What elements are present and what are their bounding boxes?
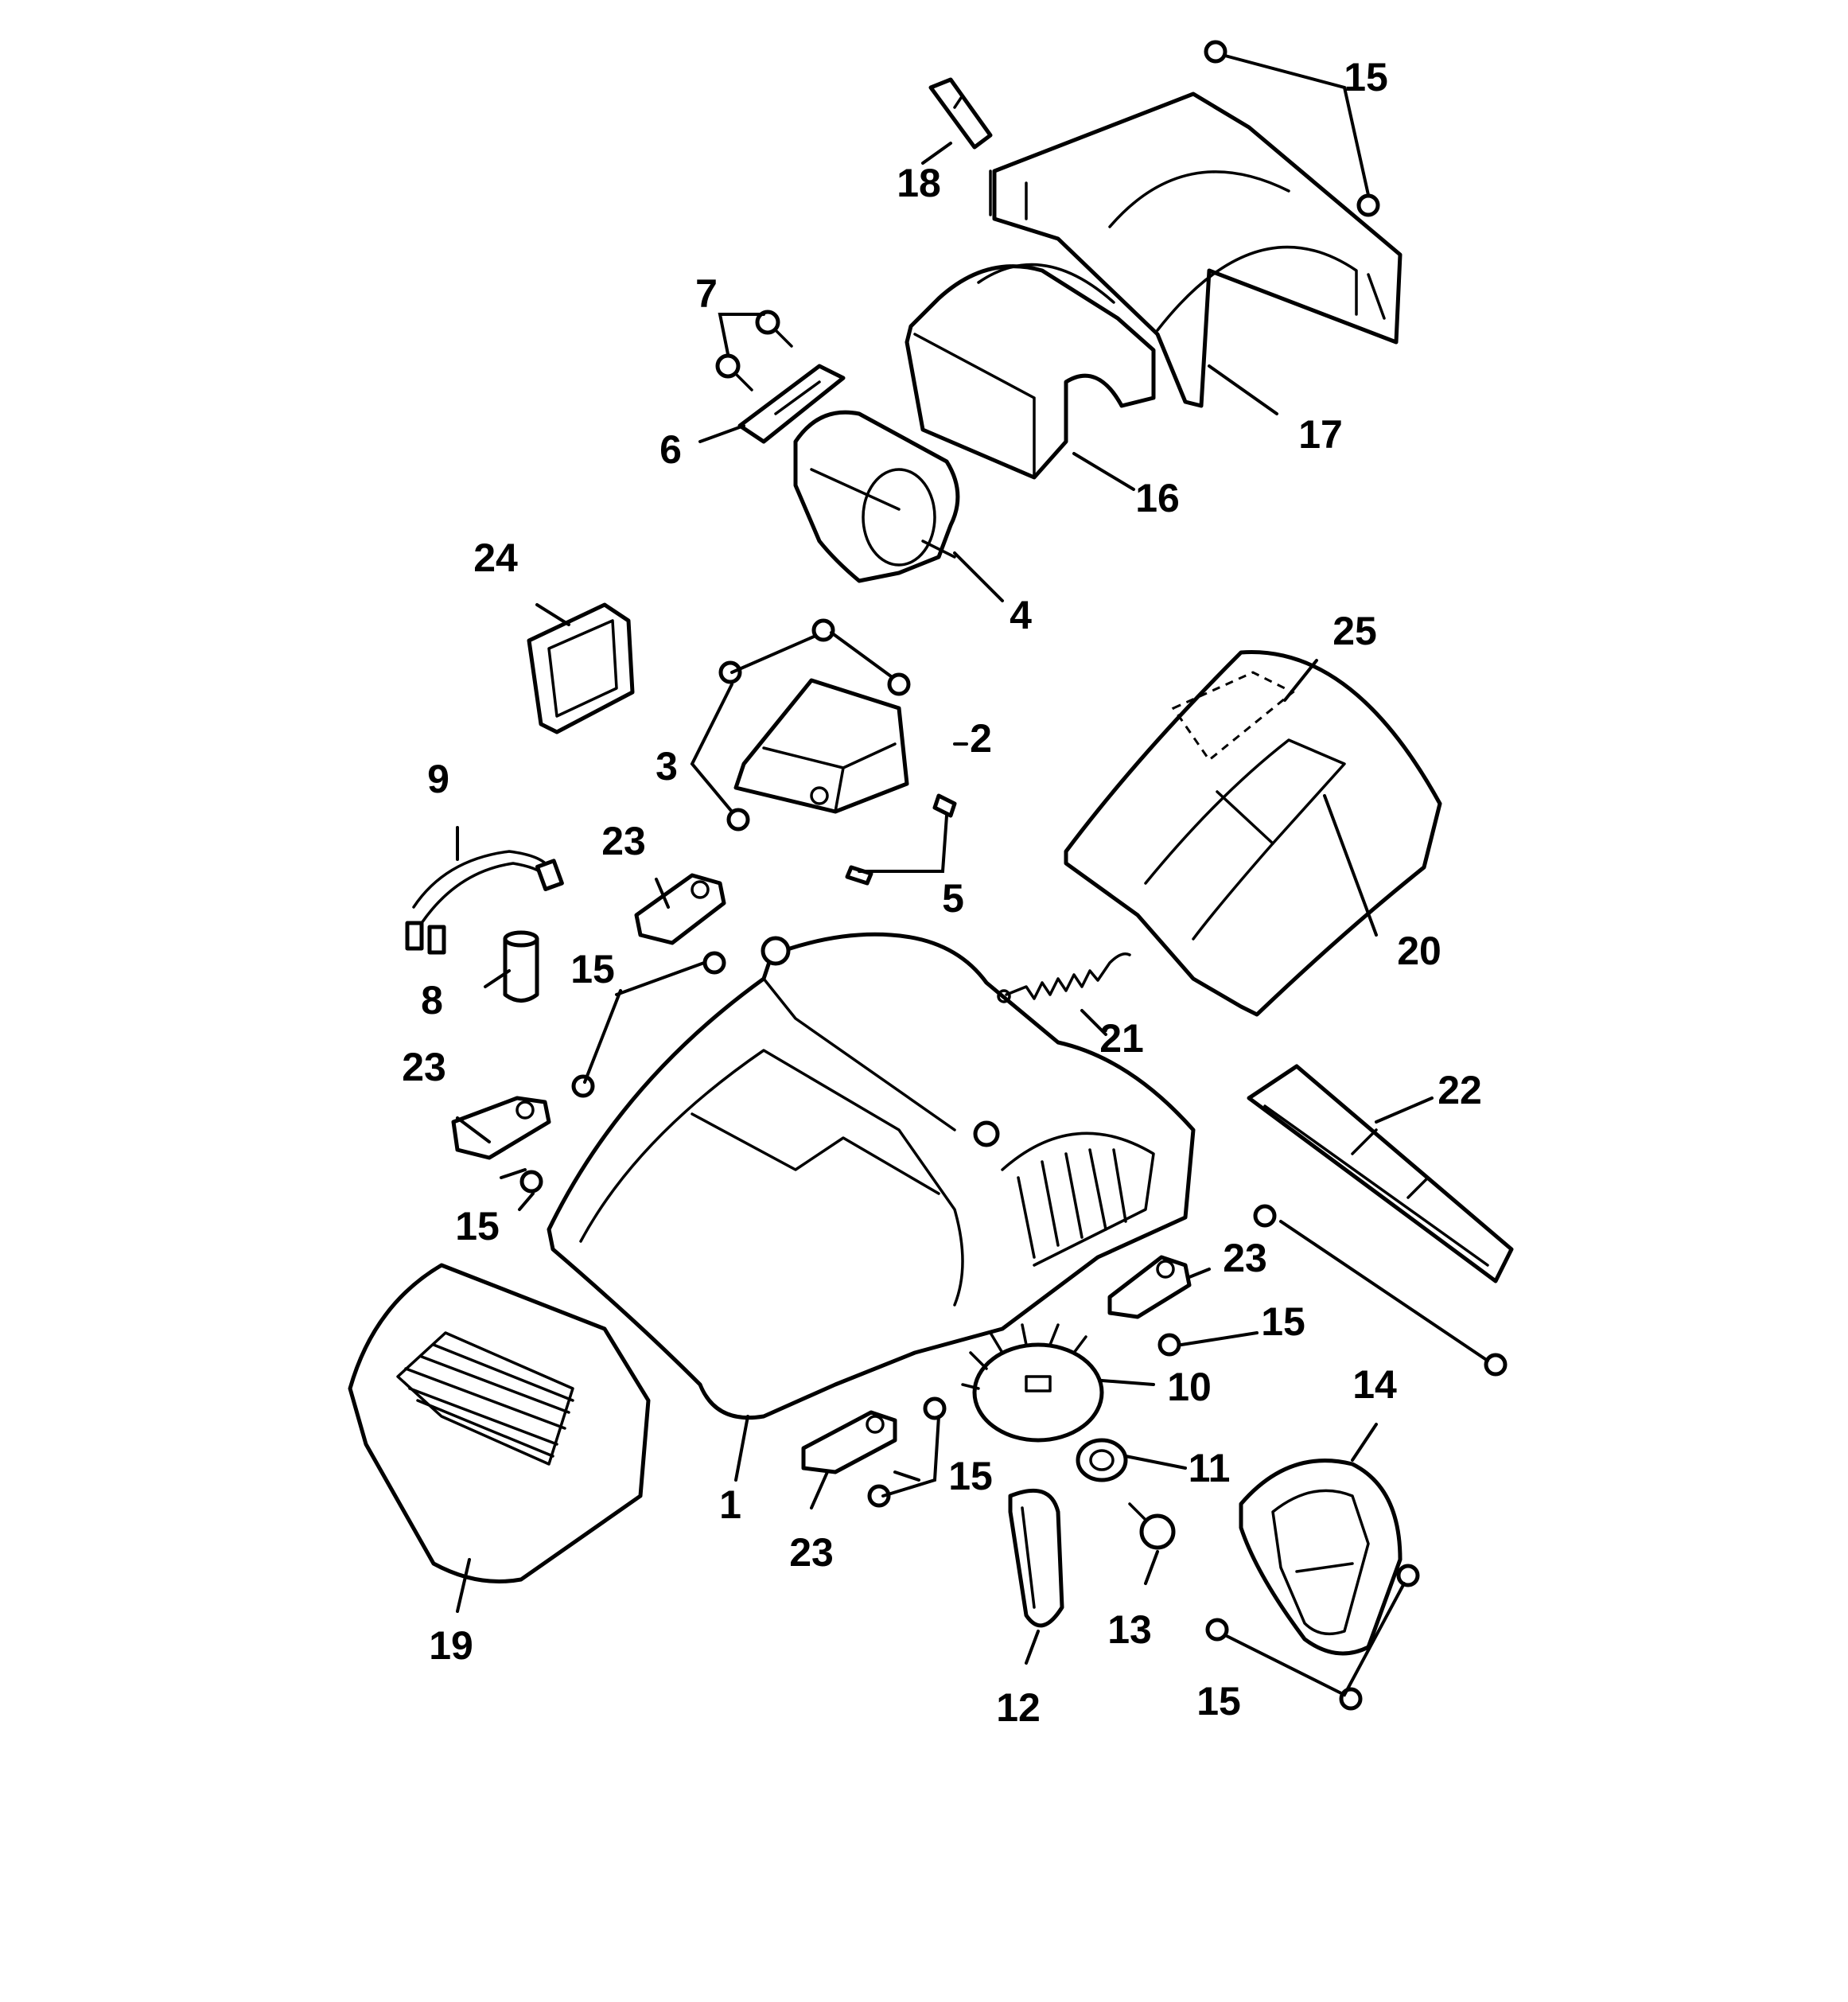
part-8-capacitor: [503, 930, 539, 1003]
callout-21: 21: [1099, 1016, 1144, 1061]
callout-17: 17: [1298, 412, 1343, 457]
callout-labels: 15 18 7 17 6 16 24 4 25 2 3 9 23 5 15 20…: [402, 55, 1482, 1730]
callout-11: 11: [1189, 1446, 1231, 1490]
part-18: [928, 77, 993, 150]
part-23-clip-3: [1107, 1255, 1192, 1319]
callout-15: 15: [1344, 55, 1388, 99]
callout-13: 13: [1107, 1607, 1152, 1652]
callout-15: 15: [570, 947, 615, 991]
part-22-rail: [1247, 1064, 1514, 1283]
callout-16: 16: [1135, 476, 1180, 520]
part-15-screws: [519, 40, 1508, 1711]
part-10-impeller: [961, 1323, 1104, 1443]
part-20-rear-cover: [1064, 650, 1442, 1017]
callout-23: 23: [601, 819, 646, 863]
callout-2: 2: [970, 716, 992, 761]
part-6-bracket: [737, 364, 846, 444]
part-23-clip-2: [451, 1096, 551, 1160]
callout-5: 5: [942, 876, 964, 921]
part-1-main-body: [547, 932, 1196, 1420]
callout-4: 4: [1010, 593, 1032, 637]
callout-15: 15: [948, 1454, 993, 1498]
part-9-wire-harness: [405, 850, 564, 955]
callout-3: 3: [656, 744, 678, 789]
callout-15: 15: [455, 1204, 500, 1248]
part-16-housing: [905, 263, 1156, 480]
callout-23: 23: [789, 1530, 834, 1575]
callout-23: 23: [402, 1045, 446, 1089]
part-24-filter-frame: [527, 602, 635, 734]
callout-25: 25: [1333, 609, 1377, 653]
callout-14: 14: [1352, 1362, 1397, 1407]
callout-18: 18: [897, 161, 941, 205]
part-3-screws: [718, 618, 911, 832]
callout-6: 6: [659, 427, 682, 472]
part-21-spring: [997, 952, 1131, 1003]
callout-23: 23: [1223, 1236, 1267, 1280]
callout-24: 24: [473, 536, 518, 580]
part-2-plate: [733, 678, 909, 814]
part-23-clip-4: [801, 1410, 897, 1474]
part-19-front-grille: [348, 1263, 651, 1583]
callout-15: 15: [1261, 1299, 1305, 1344]
leader-lines: [456, 54, 1489, 1697]
callout-12: 12: [996, 1685, 1041, 1730]
part-14-side-cover: [1239, 1459, 1403, 1656]
callout-19: 19: [429, 1623, 473, 1668]
callout-9: 9: [427, 757, 449, 801]
part-12-belt: [1008, 1488, 1064, 1628]
part-17-top-cover: [989, 92, 1403, 408]
callout-22: 22: [1438, 1068, 1482, 1112]
callout-15: 15: [1196, 1679, 1241, 1724]
part-23-clip-1: [634, 873, 726, 945]
callout-7: 7: [695, 271, 718, 316]
callout-1: 1: [719, 1482, 741, 1527]
part-11-gear: [1076, 1438, 1128, 1482]
callout-10: 10: [1167, 1365, 1212, 1409]
part-13-knob: [1128, 1502, 1176, 1550]
callout-8: 8: [421, 978, 443, 1022]
callout-20: 20: [1397, 929, 1441, 973]
part-4-motor: [793, 410, 960, 583]
